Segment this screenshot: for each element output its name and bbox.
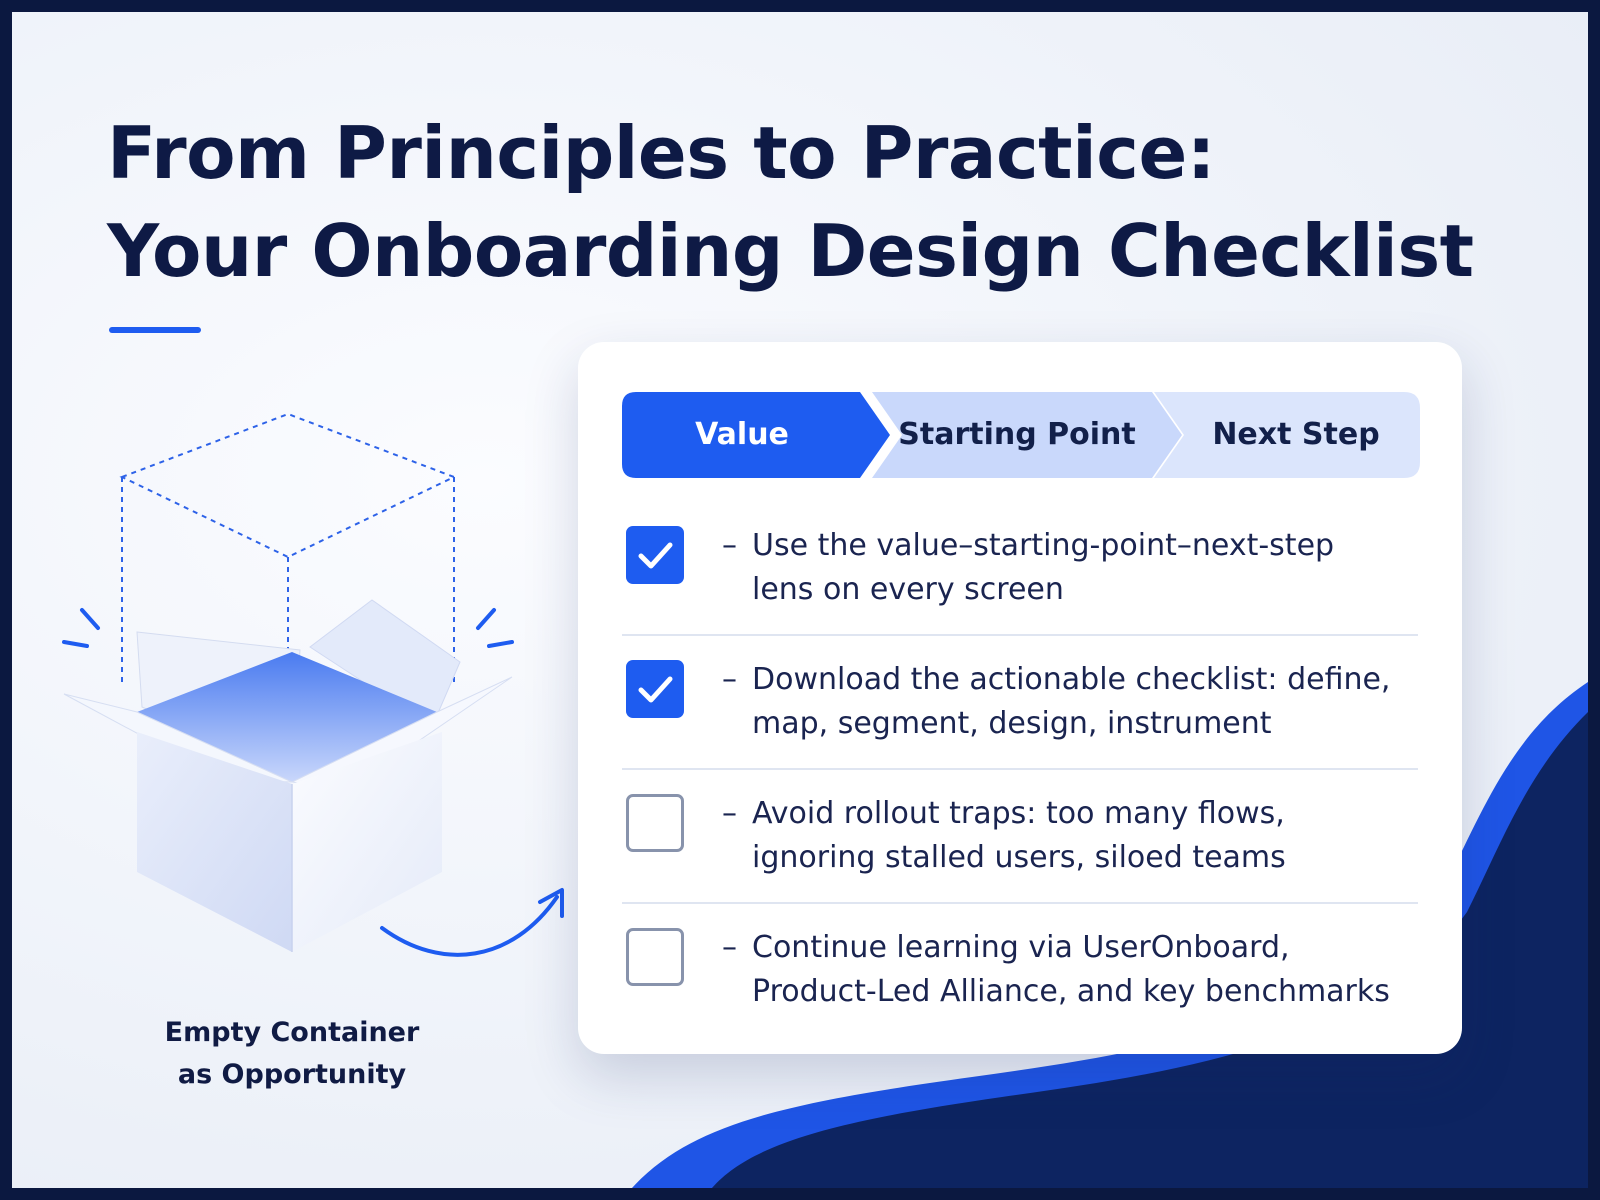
item-text: Continue learning via UserOnboard, Produ… <box>752 926 1402 1014</box>
item-text: Avoid rollout traps: too many flows, ign… <box>752 792 1402 880</box>
checkmark-icon <box>638 676 673 703</box>
step-next-step[interactable]: Next Step <box>1212 417 1380 452</box>
item-text-line-2: map, segment, design, instrument <box>752 706 1272 741</box>
checkbox-unchecked[interactable] <box>626 928 684 986</box>
checkbox-checked[interactable] <box>626 526 684 584</box>
title-line-2: Your Onboarding Design Checklist <box>107 209 1474 293</box>
checklist-item: – Use the value–starting-point–next-step… <box>622 502 1418 636</box>
item-text-line-2: Product-Led Alliance, and key benchmarks <box>752 974 1390 1009</box>
checkmark-icon <box>638 542 673 569</box>
page-title: From Principles to Practice: Your Onboar… <box>107 104 1474 300</box>
item-dash: – <box>722 796 737 831</box>
item-text-line-1: Use the value–starting-point–next-step <box>752 528 1335 563</box>
checkbox-checked[interactable] <box>626 660 684 718</box>
step-3-shape <box>1154 392 1420 478</box>
item-text-line-1: Avoid rollout traps: too many flows, <box>752 796 1285 831</box>
step-1-shape <box>622 392 890 478</box>
item-text-line-1: Download the actionable checklist: defin… <box>752 662 1391 697</box>
checklist-item: – Continue learning via UserOnboard, Pro… <box>622 904 1418 1036</box>
checklist: – Use the value–starting-point–next-step… <box>622 502 1418 1036</box>
caption-line-1: Empty Container <box>164 1017 420 1048</box>
step-value[interactable]: Value <box>695 417 789 452</box>
stepper: Value Starting Point Next Step <box>622 392 1420 478</box>
caption-line-2: as Opportunity <box>177 1059 407 1090</box>
item-text: Use the value–starting-point–next-step l… <box>752 524 1402 612</box>
item-dash: – <box>722 528 737 563</box>
stepper-shapes <box>622 392 1420 478</box>
item-dash: – <box>722 662 737 697</box>
title-accent-line <box>109 327 201 333</box>
item-text: Download the actionable checklist: defin… <box>752 658 1402 746</box>
checklist-card: Value Starting Point Next Step – Use the… <box>578 342 1462 1054</box>
illustration-caption: Empty Container as Opportunity <box>142 1012 442 1096</box>
checklist-item: – Download the actionable checklist: def… <box>622 636 1418 770</box>
slide: From Principles to Practice: Your Onboar… <box>12 12 1588 1188</box>
navy-wave-decoration <box>632 682 1588 1188</box>
checklist-item: – Avoid rollout traps: too many flows, i… <box>622 770 1418 904</box>
checkbox-unchecked[interactable] <box>626 794 684 852</box>
item-text-line-1: Continue learning via UserOnboard, <box>752 930 1290 965</box>
item-dash: – <box>722 930 737 965</box>
open-box-icon <box>62 412 564 957</box>
step-starting-point[interactable]: Starting Point <box>898 417 1136 452</box>
title-line-1: From Principles to Practice: <box>107 111 1216 195</box>
step-2-shape <box>872 392 1182 478</box>
item-text-line-2: lens on every screen <box>752 572 1064 607</box>
item-text-line-2: ignoring stalled users, siloed teams <box>752 840 1286 875</box>
